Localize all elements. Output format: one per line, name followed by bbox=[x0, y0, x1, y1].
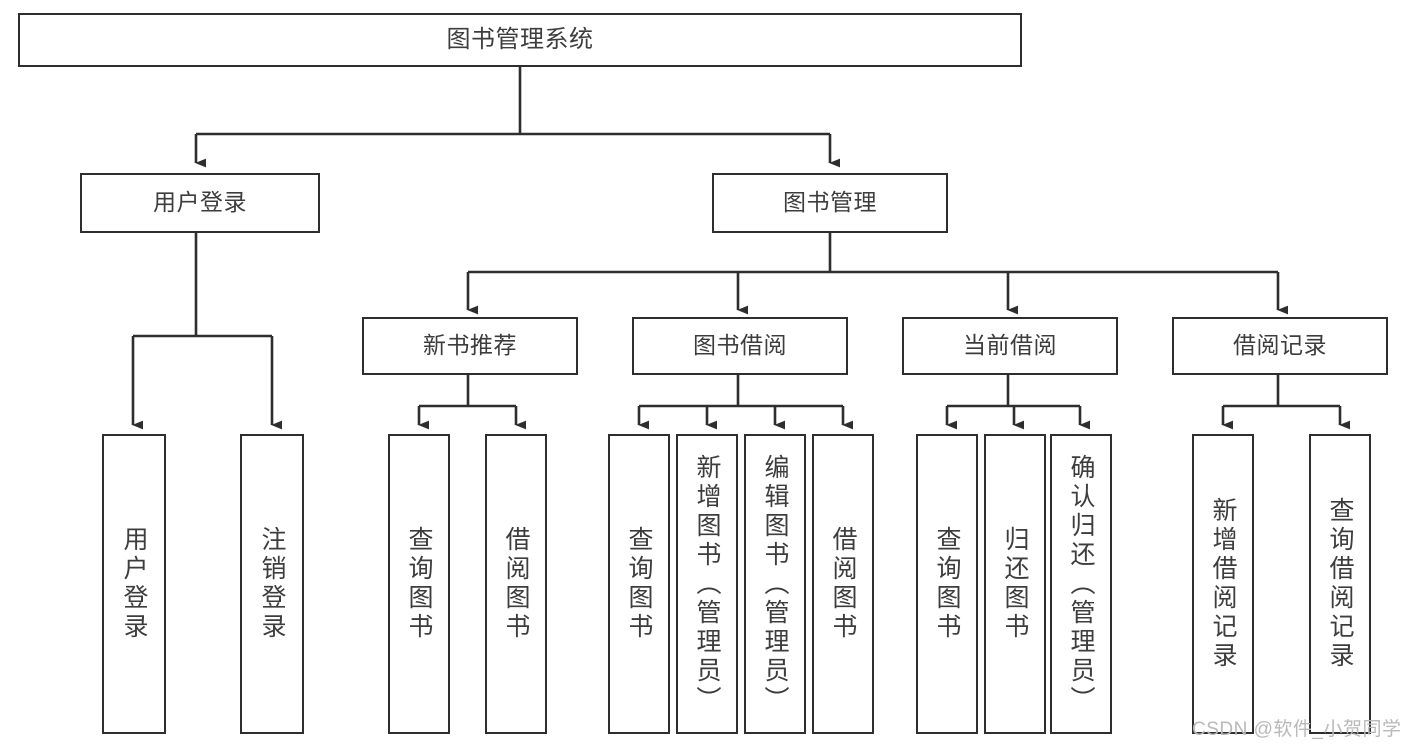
node-label: 当前借阅 bbox=[963, 332, 1057, 359]
node-label: 借阅记录 bbox=[1233, 332, 1327, 359]
leaf-book-borrow-add[interactable]: 新增图书（管理员） bbox=[676, 434, 738, 734]
node-new-book-recommend[interactable]: 新书推荐 bbox=[362, 317, 578, 375]
leaf-user-login-logout[interactable]: 注销登录 bbox=[240, 434, 304, 734]
node-borrow-record[interactable]: 借阅记录 bbox=[1172, 317, 1388, 375]
node-label: 查询图书 bbox=[405, 526, 433, 642]
leaf-user-login-login[interactable]: 用户登录 bbox=[102, 434, 166, 734]
node-book-management[interactable]: 图书管理 bbox=[712, 173, 948, 233]
node-label: 确认归还（管理员） bbox=[1067, 453, 1095, 715]
node-book-borrow[interactable]: 图书借阅 bbox=[632, 317, 848, 375]
watermark-text: CSDN @软件_小贺同学 bbox=[1192, 719, 1402, 740]
node-label: 查询图书 bbox=[625, 526, 653, 642]
node-user-login[interactable]: 用户登录 bbox=[80, 173, 320, 233]
node-root-system[interactable]: 图书管理系统 bbox=[18, 13, 1022, 67]
leaf-new-book-borrow[interactable]: 借阅图书 bbox=[485, 434, 547, 734]
leaf-new-book-query[interactable]: 查询图书 bbox=[388, 434, 450, 734]
node-label: 新增借阅记录 bbox=[1209, 497, 1237, 671]
node-label: 借阅图书 bbox=[829, 526, 857, 642]
node-label: 查询图书 bbox=[933, 526, 961, 642]
leaf-book-borrow-edit[interactable]: 编辑图书（管理员） bbox=[744, 434, 806, 734]
node-label: 归还图书 bbox=[1001, 526, 1029, 642]
leaf-current-borrow-query[interactable]: 查询图书 bbox=[916, 434, 978, 734]
csdn-watermark: CSDN @软件_小贺同学 bbox=[1192, 714, 1401, 741]
node-label: 用户登录 bbox=[153, 189, 247, 216]
leaf-current-borrow-confirm[interactable]: 确认归还（管理员） bbox=[1050, 434, 1112, 734]
node-label: 用户登录 bbox=[120, 526, 148, 642]
node-label: 编辑图书（管理员） bbox=[761, 453, 789, 715]
node-label: 新书推荐 bbox=[423, 332, 517, 359]
node-current-borrow[interactable]: 当前借阅 bbox=[902, 317, 1118, 375]
node-label: 图书管理系统 bbox=[446, 25, 594, 53]
leaf-borrow-record-add[interactable]: 新增借阅记录 bbox=[1192, 434, 1254, 734]
leaf-borrow-record-query[interactable]: 查询借阅记录 bbox=[1309, 434, 1371, 734]
node-label: 查询借阅记录 bbox=[1326, 497, 1354, 671]
node-label: 新增图书（管理员） bbox=[693, 453, 721, 715]
node-label: 注销登录 bbox=[258, 526, 286, 642]
node-label: 借阅图书 bbox=[502, 526, 530, 642]
node-label: 图书借阅 bbox=[693, 332, 787, 359]
leaf-book-borrow-query[interactable]: 查询图书 bbox=[608, 434, 670, 734]
node-label: 图书管理 bbox=[783, 189, 877, 216]
leaf-current-borrow-return[interactable]: 归还图书 bbox=[984, 434, 1046, 734]
leaf-book-borrow-borrow[interactable]: 借阅图书 bbox=[812, 434, 874, 734]
